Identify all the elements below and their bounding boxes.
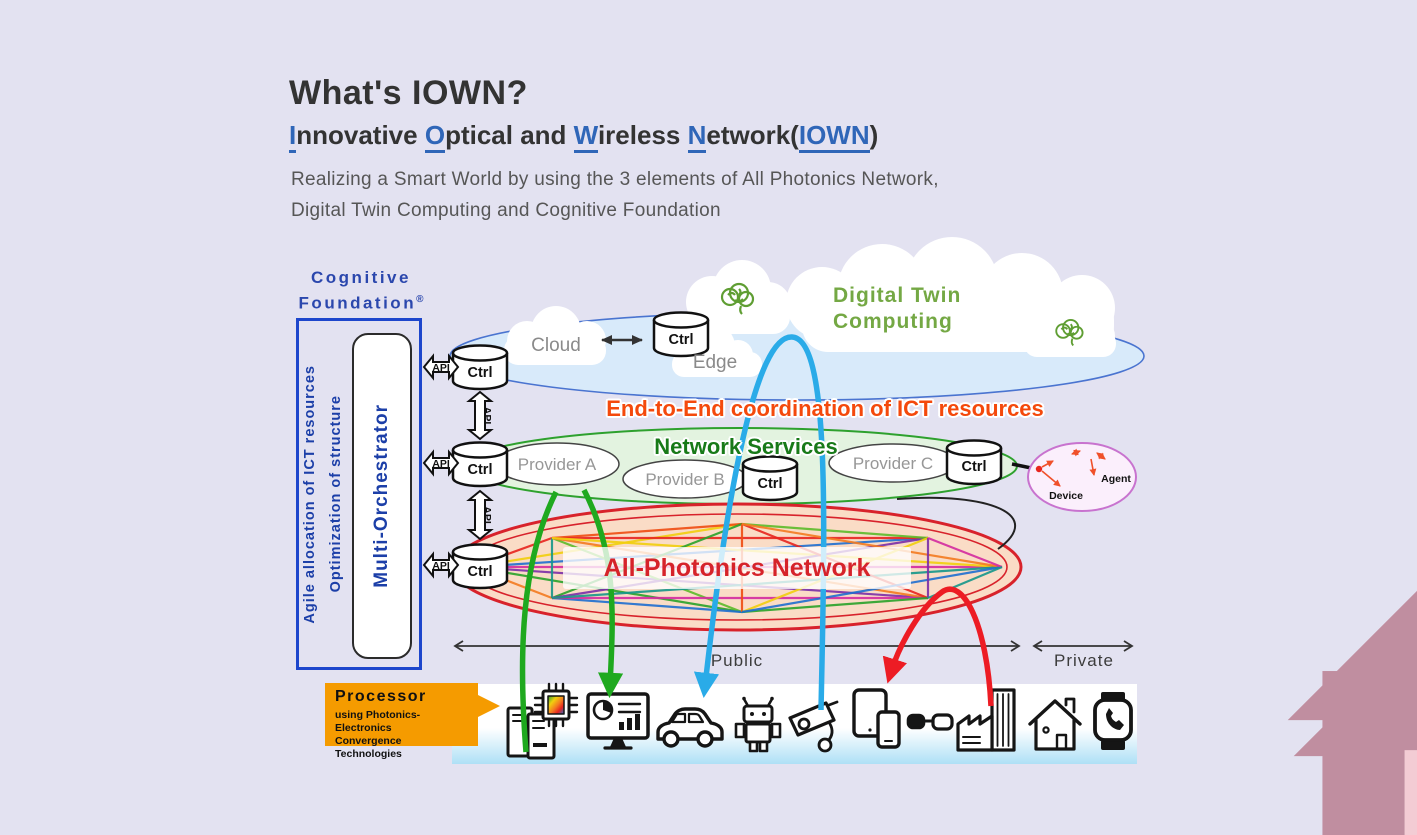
page-subtitle: Innovative Optical and Wireless Network(…	[289, 120, 879, 153]
coordination-banner: End-to-End coordination of ICT resources	[606, 396, 1044, 421]
subtitle-segment: IOWN	[798, 120, 870, 153]
description-line: Digital Twin Computing and Cognitive Fou…	[291, 200, 721, 221]
processor-callout-tail	[476, 694, 500, 718]
network-services-title: Network Services	[654, 434, 838, 459]
provider-c-label: Provider C	[853, 454, 933, 473]
blue-arc	[693, 334, 827, 711]
ctrl-label: Ctrl	[468, 365, 493, 381]
device-agent-group	[1027, 441, 1417, 835]
cloud-label-cloud	[504, 306, 606, 365]
processor-callout: Processor using Photonics-Electronics Co…	[325, 683, 478, 760]
subtitle-segment: O	[424, 120, 446, 153]
ctrl-label: Ctrl	[468, 462, 493, 478]
api-label: API	[432, 560, 450, 572]
cloud-label: Cloud	[531, 335, 581, 356]
page-description: Realizing a Smart World by using the 3 e…	[291, 164, 939, 226]
optimization-text: Optimization of structure	[328, 395, 344, 593]
red-arc	[882, 586, 994, 707]
ctrl-label: Ctrl	[962, 459, 987, 475]
subtitle-segment: nnovative	[296, 120, 425, 150]
subtitle-segment: W	[573, 120, 598, 153]
tablet-phone-icon	[852, 688, 901, 749]
ctrl-label: Ctrl	[468, 564, 493, 580]
robot-icon	[734, 696, 782, 753]
registered-mark: ®	[416, 294, 424, 305]
cognitive-foundation-box	[296, 318, 422, 670]
processor-title: Processor	[335, 688, 427, 705]
car-icon	[656, 707, 724, 748]
all-photonics-network-label: All-Photonics Network	[563, 547, 911, 589]
subtitle-segment: etwork(	[706, 120, 799, 150]
private-label: Private	[1054, 651, 1114, 670]
agent-label: Agent	[1101, 473, 1131, 485]
green-arc-servers	[519, 490, 559, 753]
multi-orchestrator-box: Multi-Orchestrator	[352, 333, 412, 659]
api-label: API	[432, 458, 450, 470]
device-icons	[506, 682, 1133, 760]
subtitle-segment: N	[687, 120, 707, 153]
provider-ellipses	[494, 442, 958, 499]
digital-twin-clouds	[686, 237, 1116, 357]
multi-orchestrator-label: Multi-Orchestrator	[371, 404, 392, 588]
ctrl-label: Ctrl	[758, 476, 783, 492]
provider-b-label: Provider B	[645, 470, 724, 489]
apn-ns-connector-curve	[896, 496, 1017, 550]
api-arrows-horizontal	[422, 353, 460, 579]
page-title: What's IOWN?	[289, 74, 528, 112]
public-label: Public	[711, 651, 763, 670]
security-camera-icon	[788, 700, 839, 753]
cognitive-foundation-title: Cognitive Foundation®	[298, 268, 424, 313]
monitor-analytics-icon	[586, 692, 650, 750]
factory-icon	[956, 688, 1016, 752]
description-line: Realizing a Smart World by using the 3 e…	[291, 169, 939, 190]
subtitle-segment: )	[869, 120, 879, 150]
smartwatch-icon	[1093, 692, 1133, 750]
device-label: Device	[1049, 490, 1083, 502]
subtitle-segment: ireless	[597, 120, 688, 150]
api-label: API	[432, 362, 450, 374]
subtitle-segment: I	[289, 120, 297, 153]
api-arrows-vertical	[466, 390, 494, 541]
processor-subtitle: using Photonics-Electronics Convergence …	[335, 709, 421, 760]
digital-twin-computing-label: Digital Twin Computing	[833, 284, 962, 333]
edge-label: Edge	[693, 352, 737, 373]
processor-servers-icon	[506, 682, 579, 760]
agile-allocation-text: Agile allocation of ICT resources	[302, 364, 318, 624]
ctrl-label: Ctrl	[669, 332, 694, 348]
provider-a-label: Provider A	[518, 455, 597, 474]
smart-glasses-icon	[906, 713, 954, 731]
subtitle-segment: ptical and	[445, 120, 574, 150]
house-icon	[1028, 697, 1082, 751]
api-label: API	[481, 407, 493, 425]
api-label: API	[481, 506, 493, 524]
